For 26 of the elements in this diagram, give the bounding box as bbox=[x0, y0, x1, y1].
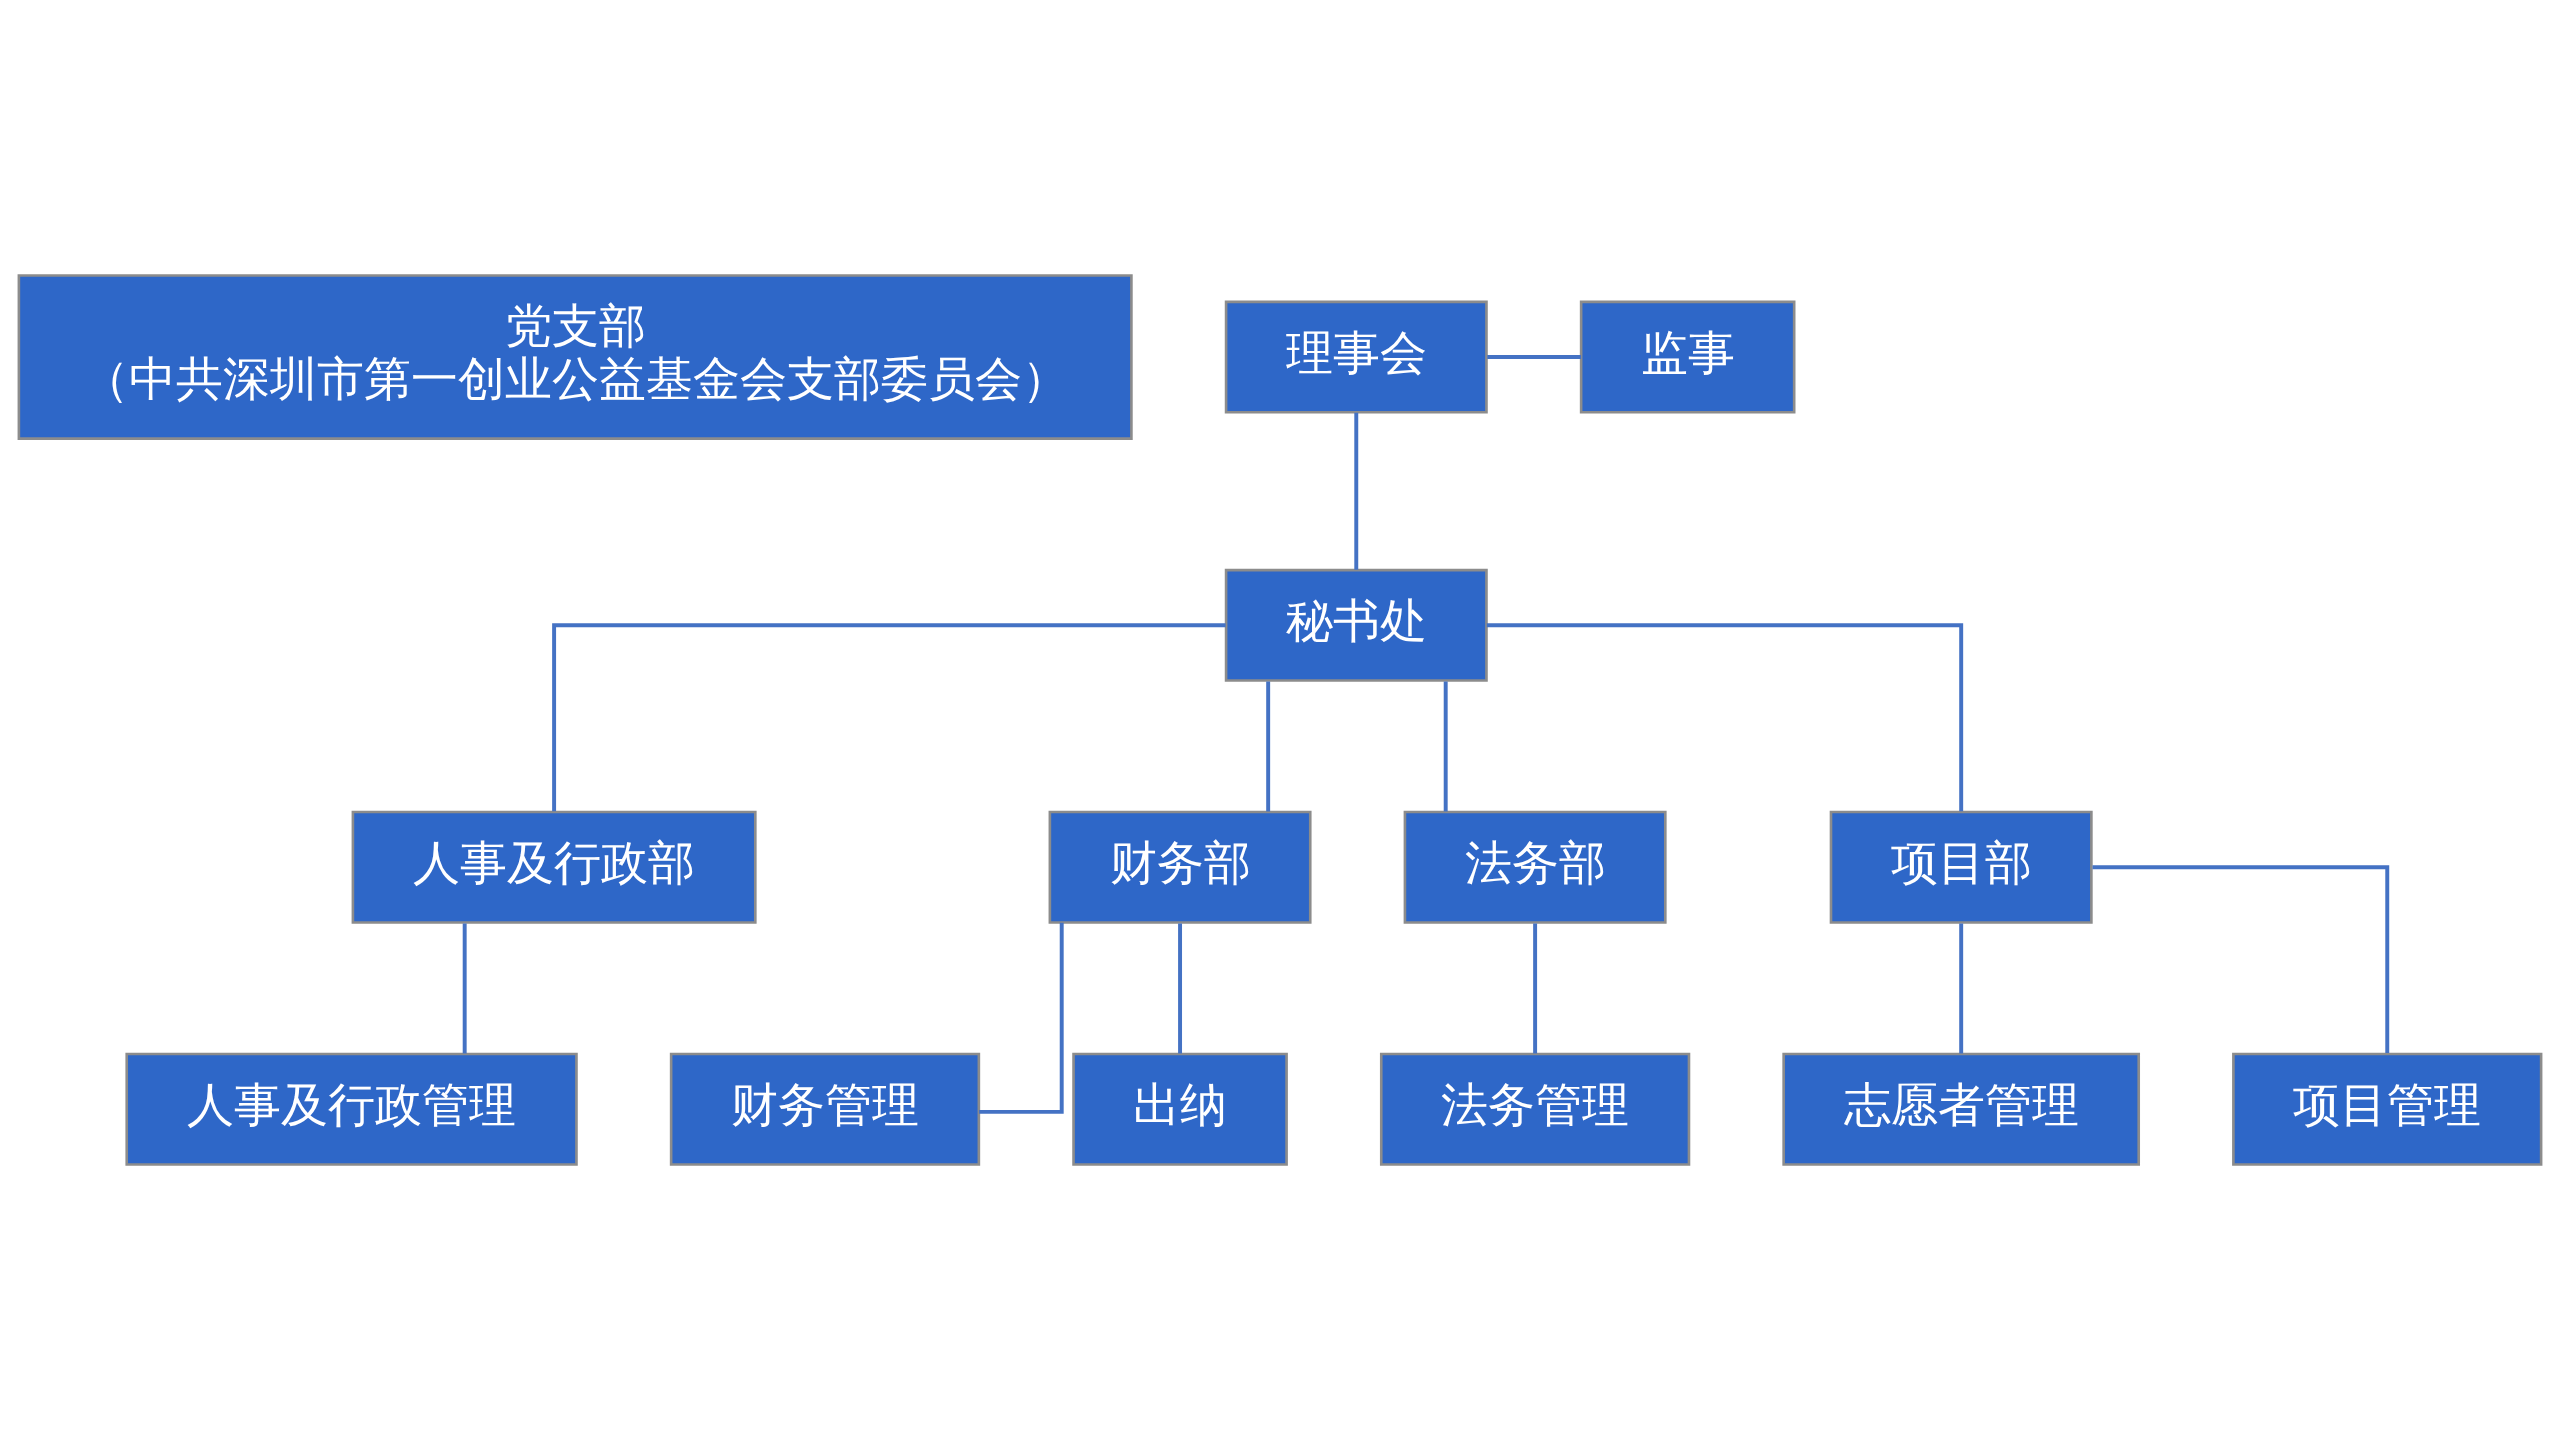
connector bbox=[1354, 412, 1359, 570]
node-box: 法务管理 bbox=[1379, 1052, 1691, 1166]
connector bbox=[2092, 865, 2390, 1054]
connector bbox=[1486, 623, 1964, 812]
connector bbox=[1533, 923, 1538, 1054]
connector bbox=[1959, 923, 1964, 1054]
node-box: 出纳 bbox=[1072, 1052, 1288, 1166]
node-box: 志愿者管理 bbox=[1782, 1052, 2141, 1166]
connector bbox=[1487, 355, 1582, 360]
connector bbox=[1443, 681, 1448, 812]
node-box: 党支部 （中共深圳市第一创业公益基金会支部委员会） bbox=[17, 274, 1133, 440]
node-box: 财务管理 bbox=[669, 1052, 981, 1166]
connector bbox=[1266, 681, 1271, 812]
node-box: 人事及行政部 bbox=[351, 810, 757, 924]
connector bbox=[978, 922, 1064, 1114]
connector bbox=[552, 623, 1226, 812]
connector bbox=[462, 923, 467, 1054]
node-box: 人事及行政管理 bbox=[125, 1052, 578, 1166]
node-box: 秘书处 bbox=[1224, 568, 1488, 682]
connector bbox=[1178, 923, 1183, 1054]
node-box: 法务部 bbox=[1403, 810, 1667, 924]
node-box: 项目部 bbox=[1829, 810, 2093, 924]
node-box: 财务部 bbox=[1048, 810, 1312, 924]
node-box: 监事 bbox=[1579, 300, 1796, 414]
node-box: 项目管理 bbox=[2232, 1052, 2543, 1166]
node-box: 理事会 bbox=[1224, 300, 1488, 414]
